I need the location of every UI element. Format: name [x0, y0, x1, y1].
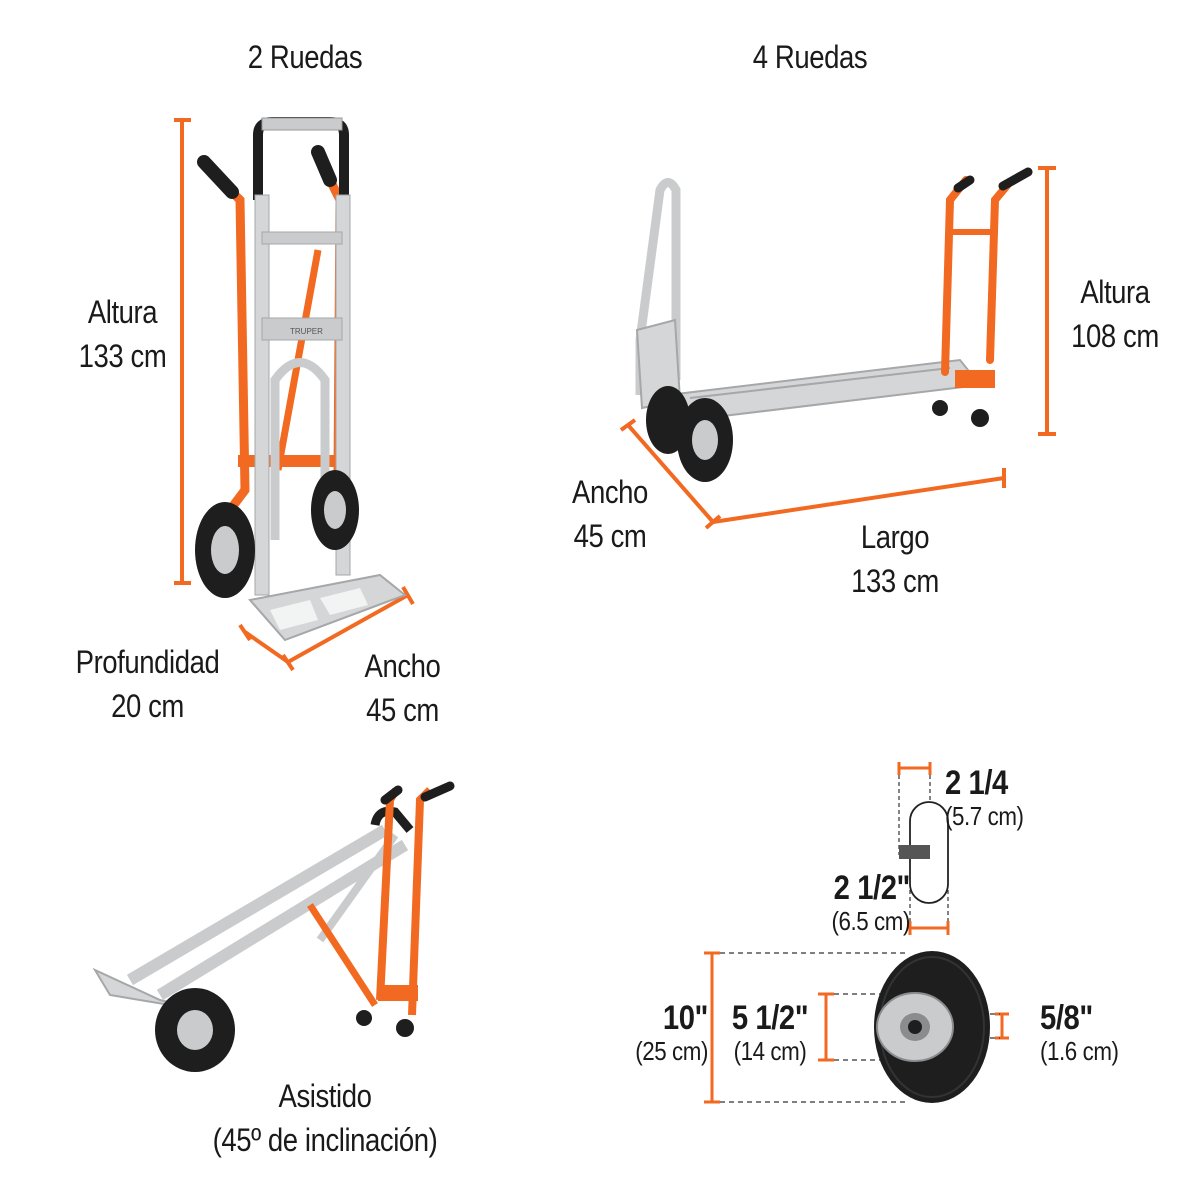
- dimension-height-4w: [1038, 166, 1056, 436]
- width-value-text: 45 cm: [366, 692, 439, 728]
- width-label-4w: Ancho 45 cm: [554, 470, 666, 558]
- depth-value-text: 20 cm: [111, 688, 184, 724]
- diameter-cm: (25 cm): [635, 1036, 708, 1066]
- diameter-inches: 10": [662, 999, 709, 1037]
- rim-inches: 5 1/2": [731, 999, 809, 1037]
- hub-width-inches: 2 1/2": [833, 869, 911, 907]
- dimension-length-4w: [704, 468, 1006, 530]
- depth-label-text: Profundidad: [75, 644, 220, 680]
- rim-label: 5 1/2" (14 cm): [723, 1000, 818, 1066]
- tread-width-cm: (5.7 cm): [945, 801, 1024, 831]
- depth-label-2w: Profundidad 20 cm: [59, 640, 235, 728]
- assisted-title: Asistido: [278, 1078, 372, 1114]
- platform-truck-4-wheels-image: [635, 167, 1033, 482]
- height-label-2w: Altura 133 cm: [60, 290, 185, 378]
- rim-cm: (14 cm): [733, 1036, 807, 1066]
- dimension-height-2w: [174, 118, 191, 585]
- hub-width-label: 2 1/2" (6.5 cm): [815, 870, 910, 936]
- assisted-label: Asistido (45º de inclinación): [192, 1074, 459, 1162]
- section-title-4-wheels: 4 Ruedas: [752, 39, 868, 75]
- dimension-width-2w: [287, 585, 415, 664]
- tread-profile-diagram: [897, 762, 950, 935]
- brand-plate: TRUPER: [290, 327, 323, 336]
- dimension-depth-2w: [238, 623, 295, 672]
- axle-inches: 5/8": [1040, 999, 1093, 1037]
- axle-cm: (1.6 cm): [1040, 1036, 1119, 1066]
- height-label-4w: Altura 108 cm: [1059, 270, 1171, 358]
- length-value-text: 133 cm: [851, 563, 939, 599]
- tread-width-inches: 2 1/4: [945, 764, 1008, 802]
- height-value-text: 108 cm: [1071, 318, 1159, 354]
- wheel-image: [874, 951, 990, 1103]
- length-label-text: Largo: [860, 519, 930, 555]
- assisted-truck-image: [92, 781, 455, 1072]
- width-label-text: Ancho: [364, 648, 441, 684]
- hand-truck-2-wheels-image: TRUPER: [195, 117, 407, 642]
- length-label-4w: Largo 133 cm: [835, 515, 955, 603]
- width-value-text: 45 cm: [573, 518, 647, 554]
- axle-label: 5/8" (1.6 cm): [1040, 1000, 1135, 1066]
- tread-width-label: 2 1/4 (5.7 cm): [945, 765, 1040, 831]
- diameter-label: 10" (25 cm): [613, 1000, 708, 1066]
- height-value-text: 133 cm: [78, 338, 167, 374]
- dimension-width-4w: [619, 418, 715, 524]
- width-label-text: Ancho: [572, 474, 648, 510]
- width-label-2w: Ancho 45 cm: [344, 644, 460, 732]
- section-title-2-wheels: 2 Ruedas: [247, 39, 363, 75]
- hub-width-cm: (6.5 cm): [831, 906, 910, 936]
- height-label-text: Altura: [1080, 274, 1150, 310]
- assisted-detail: (45º de inclinación): [212, 1122, 438, 1158]
- height-label-text: Altura: [87, 294, 158, 330]
